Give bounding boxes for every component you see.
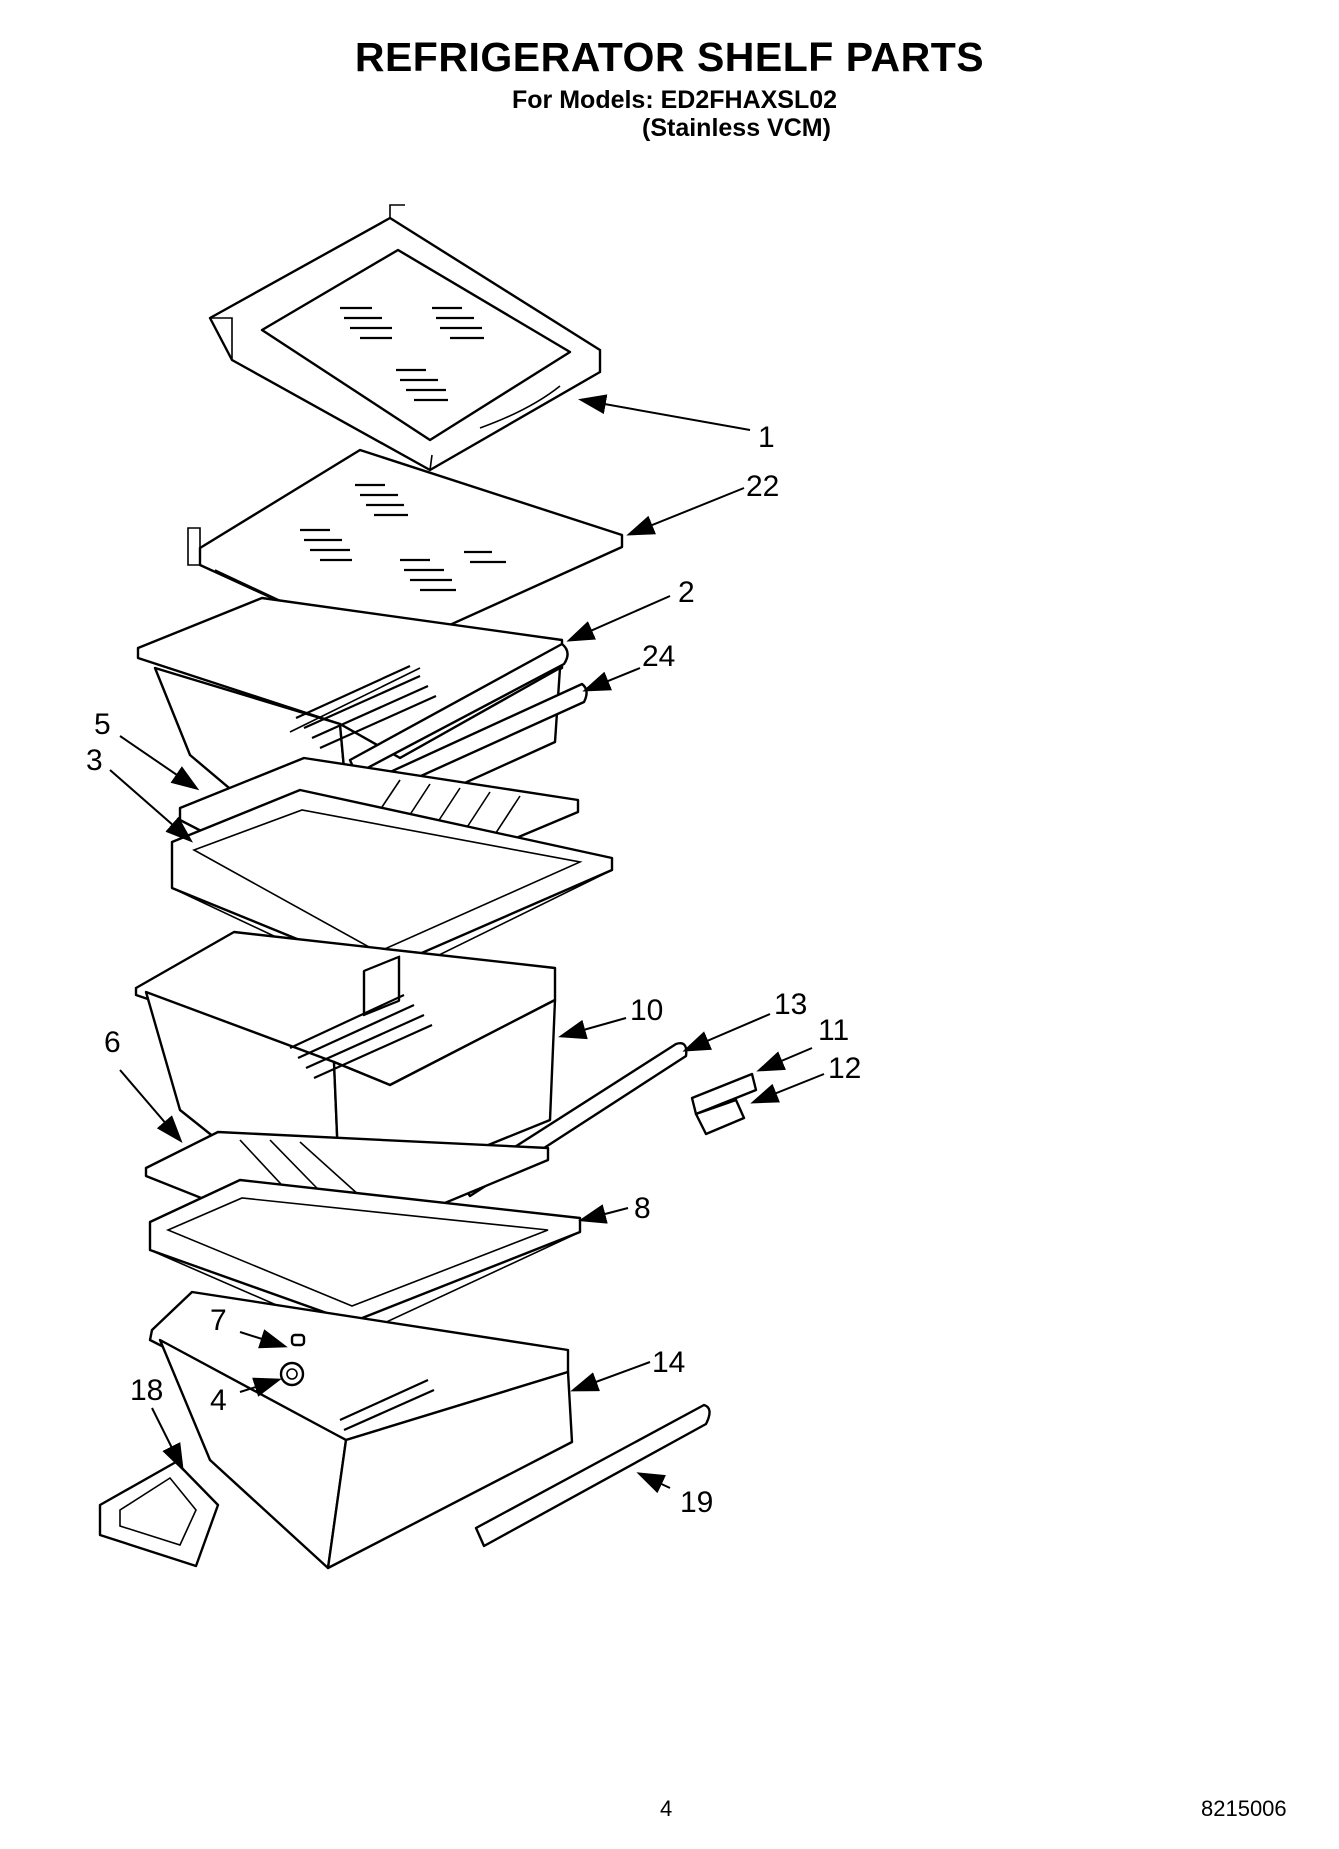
callout-2: 2 [678, 576, 695, 609]
document-code: 8215006 [1201, 1796, 1287, 1821]
callout-6: 6 [104, 1026, 121, 1059]
callout-12: 12 [828, 1052, 861, 1085]
part-12-bracket [694, 1098, 746, 1136]
callout-19: 19 [680, 1486, 713, 1519]
callout-4: 4 [210, 1384, 227, 1417]
callout-11: 11 [818, 1014, 849, 1047]
callout-10: 10 [630, 994, 663, 1027]
part-18-label-holder [98, 1460, 220, 1568]
callout-13: 13 [774, 988, 807, 1021]
callout-18: 18 [130, 1374, 163, 1407]
callout-24: 24 [642, 640, 675, 673]
part-1-shelf-frame [208, 204, 602, 472]
part-3-cover-frame [170, 788, 614, 986]
callout-3: 3 [86, 744, 103, 777]
part-7-screw [290, 1333, 306, 1347]
callout-22: 22 [746, 470, 779, 503]
callout-5: 5 [94, 708, 111, 741]
callout-1: 1 [758, 421, 775, 454]
leader-lines [109, 394, 825, 1494]
callout-7: 7 [210, 1304, 227, 1337]
part-19-trim-bar [474, 1403, 711, 1548]
callout-8: 8 [634, 1192, 651, 1225]
callout-14: 14 [652, 1346, 685, 1379]
page-number: 4 [660, 1796, 673, 1821]
part-14-bottom-drawer [148, 1290, 574, 1570]
page-title: REFRIGERATOR SHELF PARTS [354, 34, 985, 80]
part-4-knob [279, 1361, 305, 1387]
variant-line: (Stainless VCM) [642, 114, 831, 142]
models-line: For Models: ED2FHAXSL02 [512, 86, 838, 114]
callout-labels: 1 22 2 24 5 3 10 13 11 12 6 8 7 4 18 14 … [86, 421, 861, 1519]
